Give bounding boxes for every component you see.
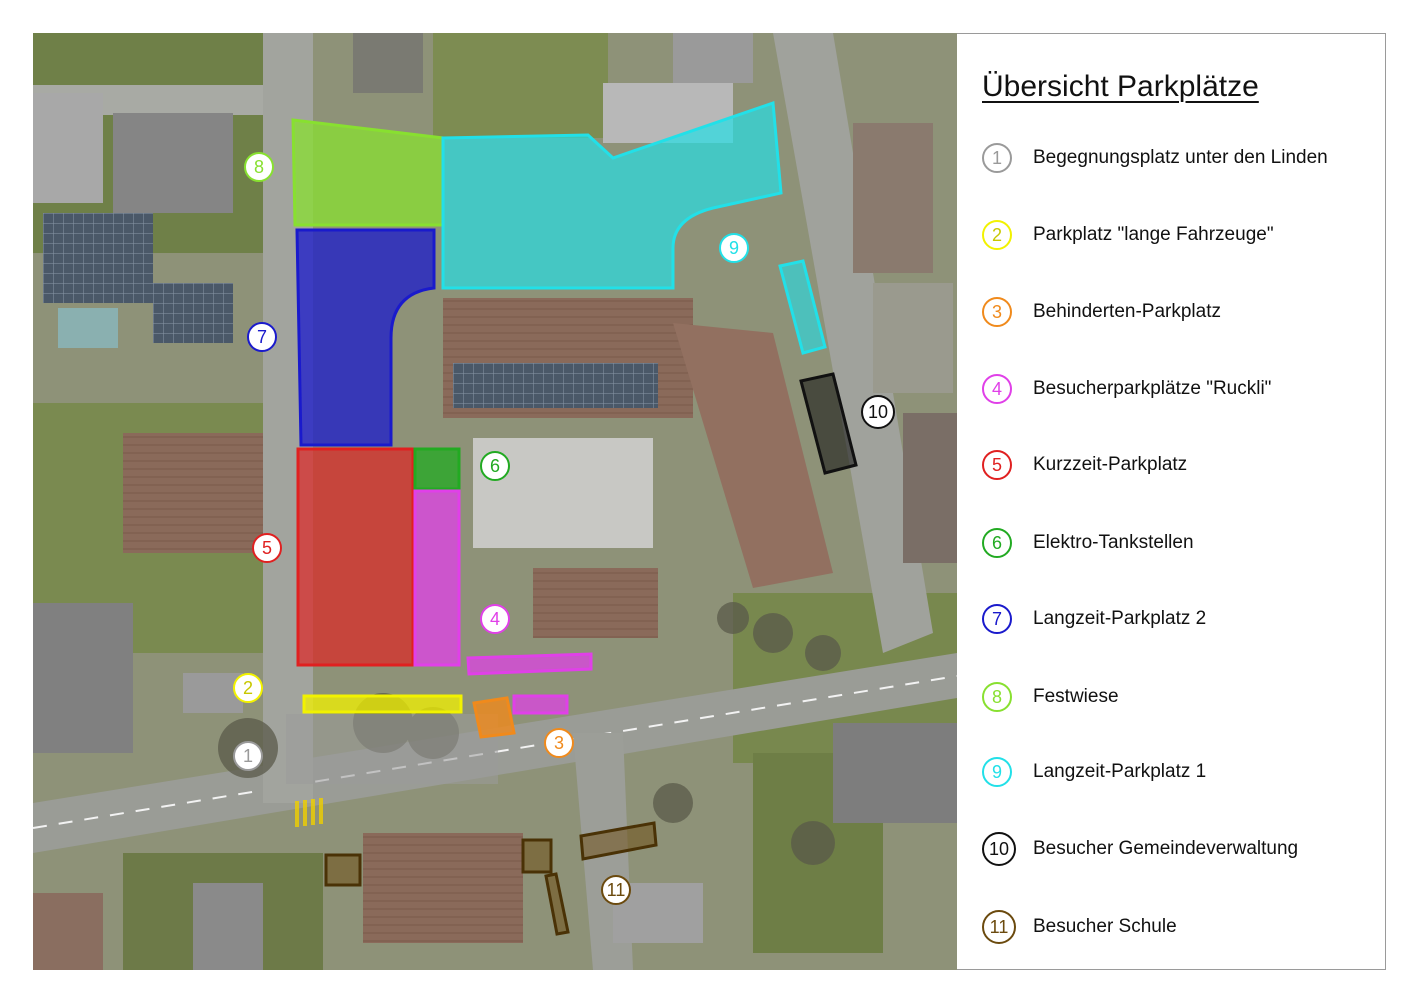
zone-11-schule-d bbox=[579, 821, 658, 861]
legend-number-8: 8 bbox=[982, 682, 1012, 712]
legend-label-5: Kurzzeit-Parkplatz bbox=[1033, 454, 1188, 475]
legend-title: Übersicht Parkplätze bbox=[982, 70, 1259, 103]
zone-4-ruckli-strip bbox=[466, 652, 593, 676]
legend-number-9: 9 bbox=[982, 757, 1012, 787]
legend-item-2: 2 Parkplatz "lange Fahrzeuge" bbox=[982, 215, 1274, 255]
zone-6-elektro bbox=[413, 447, 461, 491]
legend-label-8: Festwiese bbox=[1033, 686, 1119, 707]
legend-item-7: 7 Langzeit-Parkplatz 2 bbox=[982, 599, 1206, 639]
map-marker-10[interactable]: 10 bbox=[861, 395, 895, 429]
legend-number-11: 11 bbox=[982, 910, 1016, 944]
zone-1-begegnungsplatz bbox=[286, 714, 498, 784]
legend-label-6: Elektro-Tankstellen bbox=[1033, 532, 1194, 553]
zone-9-langzeit-1-strip bbox=[778, 259, 827, 355]
map-marker-8[interactable]: 8 bbox=[244, 152, 274, 182]
map-marker-5[interactable]: 5 bbox=[252, 533, 282, 563]
legend-label-10: Besucher Gemeindeverwaltung bbox=[1033, 838, 1299, 859]
legend-item-9: 9 Langzeit-Parkplatz 1 bbox=[982, 752, 1206, 792]
legend-item-4: 4 Besucherparkplätze "Ruckli" bbox=[982, 369, 1271, 409]
legend-number-5: 5 bbox=[982, 450, 1012, 480]
legend-number-2: 2 bbox=[982, 220, 1012, 250]
zone-9-langzeit-1 bbox=[441, 100, 783, 290]
legend-number-10: 10 bbox=[982, 832, 1016, 866]
legend-label-1: Begegnungsplatz unter den Linden bbox=[1033, 147, 1328, 168]
legend-label-2: Parkplatz "lange Fahrzeuge" bbox=[1033, 224, 1274, 245]
legend-panel: Übersicht Parkplätze 1 Begegnungsplatz u… bbox=[958, 34, 1385, 969]
legend-item-6: 6 Elektro-Tankstellen bbox=[982, 523, 1194, 563]
legend-number-1: 1 bbox=[982, 143, 1012, 173]
legend-label-11: Besucher Schule bbox=[1033, 916, 1177, 937]
legend-item-10: 10 Besucher Gemeindeverwaltung bbox=[982, 829, 1298, 869]
legend-item-1: 1 Begegnungsplatz unter den Linden bbox=[982, 138, 1328, 178]
zone-11-schule-a bbox=[324, 853, 362, 887]
zone-7-langzeit-2 bbox=[295, 228, 436, 447]
zone-11-schule-c bbox=[544, 872, 570, 936]
map-marker-9[interactable]: 9 bbox=[719, 233, 749, 263]
map-marker-2[interactable]: 2 bbox=[233, 673, 263, 703]
legend-item-11: 11 Besucher Schule bbox=[982, 907, 1177, 947]
map-marker-6[interactable]: 6 bbox=[480, 451, 510, 481]
legend-item-8: 8 Festwiese bbox=[982, 677, 1119, 717]
zone-11-schule-b bbox=[521, 838, 553, 874]
map-marker-3[interactable]: 3 bbox=[544, 728, 574, 758]
legend-label-9: Langzeit-Parkplatz 1 bbox=[1033, 761, 1207, 782]
zone-4-ruckli bbox=[413, 489, 461, 667]
legend-item-3: 3 Behinderten-Parkplatz bbox=[982, 292, 1221, 332]
aerial-map[interactable] bbox=[33, 33, 957, 970]
legend-item-5: 5 Kurzzeit-Parkplatz bbox=[982, 445, 1187, 485]
zone-3-behinderten bbox=[472, 696, 516, 739]
map-marker-11[interactable]: 11 bbox=[601, 875, 631, 905]
zone-10-gemeindeverwaltung bbox=[799, 372, 858, 475]
map-marker-4[interactable]: 4 bbox=[480, 604, 510, 634]
map-marker-1[interactable]: 1 bbox=[233, 741, 263, 771]
zone-4-ruckli-small bbox=[512, 694, 569, 715]
legend-number-3: 3 bbox=[982, 297, 1012, 327]
legend-number-4: 4 bbox=[982, 374, 1012, 404]
legend-number-7: 7 bbox=[982, 604, 1012, 634]
map-marker-7[interactable]: 7 bbox=[247, 322, 277, 352]
zone-5-kurzzeit bbox=[296, 447, 415, 667]
zone-2-lange-fahrzeuge bbox=[302, 694, 463, 714]
legend-number-6: 6 bbox=[982, 528, 1012, 558]
legend-label-4: Besucherparkplätze "Ruckli" bbox=[1033, 378, 1272, 399]
legend-label-7: Langzeit-Parkplatz 2 bbox=[1033, 608, 1207, 629]
zone-8-festwiese bbox=[291, 118, 445, 227]
legend-label-3: Behinderten-Parkplatz bbox=[1033, 301, 1221, 322]
